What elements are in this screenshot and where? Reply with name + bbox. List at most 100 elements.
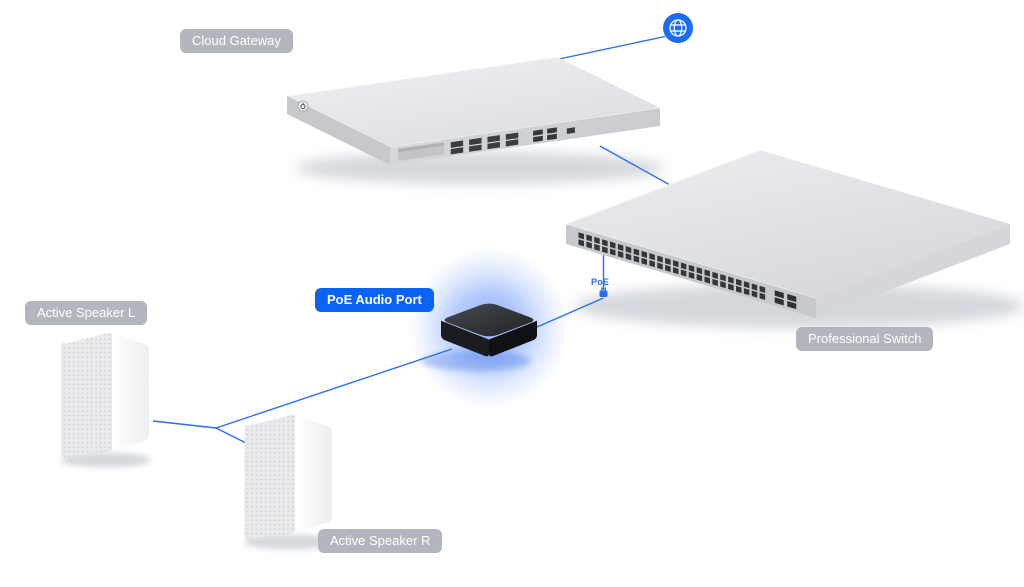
sfp-port (533, 129, 543, 136)
rj45-port (680, 262, 687, 270)
rj45-port (751, 290, 758, 298)
rj45-port (696, 274, 703, 282)
rj45-port (696, 267, 703, 275)
rj45-port (688, 271, 695, 279)
rj45-port (633, 248, 640, 256)
sfp-port (787, 300, 797, 310)
rj45-port (751, 283, 758, 291)
gateway-rear-bevel (286, 56, 558, 97)
rj45-port (633, 255, 640, 263)
sfp-port (787, 293, 797, 303)
rj45-port (487, 141, 500, 150)
rj45-port (469, 137, 482, 146)
rj45-port (759, 285, 766, 293)
sfp-port (774, 290, 784, 299)
rj45-port (617, 243, 624, 251)
rj45-port (617, 250, 624, 258)
professional-switch-device (565, 149, 1010, 318)
sfp-port (533, 135, 543, 143)
rj45-port (578, 232, 584, 240)
rj45-port (665, 257, 671, 265)
switch-right-face (816, 224, 1010, 318)
speaker-left-device (60, 330, 151, 459)
cloud-gateway-label: Cloud Gateway (180, 29, 293, 53)
rj45-port (487, 135, 500, 143)
rj45-port (704, 276, 710, 284)
sfp-port (547, 133, 557, 141)
speaker-r-shadow (244, 534, 334, 550)
rj45-port (469, 144, 482, 152)
poe-device-right-face (489, 320, 537, 357)
rj45-port (505, 132, 519, 140)
rj45-port (610, 248, 616, 256)
rj45-port (720, 274, 726, 282)
gateway-front-bevel (389, 107, 661, 148)
rj45-port (625, 253, 632, 261)
rj45-port (602, 239, 608, 247)
rj45-port (586, 234, 592, 242)
sfp-port (774, 297, 784, 306)
rj45-port (505, 139, 519, 147)
console-port (566, 127, 575, 134)
cloud-gateway-device (286, 56, 661, 165)
sfp-port (547, 127, 557, 134)
gateway-left-face (287, 96, 390, 165)
drive-bay-shadow (398, 142, 444, 153)
gateway-port-cluster (398, 127, 575, 161)
rj45-port (450, 147, 464, 155)
rj45-port (743, 288, 750, 296)
rj45-port (450, 140, 464, 148)
rj45-port (743, 281, 750, 289)
rj45-port (759, 292, 766, 300)
wire-gateway-switch (599, 145, 671, 186)
power-icon (297, 100, 309, 112)
rj45-port (728, 276, 734, 284)
rj45-port (594, 236, 600, 244)
wire-internet-gateway (558, 35, 666, 60)
rj45-port (625, 246, 632, 254)
rj45-port (649, 253, 655, 261)
poe-plug-icon (599, 287, 608, 297)
rj45-port (728, 283, 734, 291)
rj45-port (665, 264, 671, 272)
rj45-port (649, 260, 655, 268)
globe-icon (663, 13, 693, 43)
rj45-port (712, 278, 718, 286)
rj45-port (712, 271, 718, 279)
rj45-port (657, 255, 663, 263)
speaker-right-device (243, 412, 334, 541)
switch-rear-bevel (565, 149, 761, 225)
network-wires (152, 35, 671, 448)
poe-device-left-face (441, 320, 489, 357)
poe-audio-port-label: PoE Audio Port (315, 288, 434, 312)
rj45-port (610, 241, 616, 249)
rj45-port (578, 239, 584, 247)
rj45-port (736, 278, 742, 286)
gateway-shadow (295, 152, 665, 184)
rj45-port (602, 246, 608, 254)
active-speaker-r-label: Active Speaker R (318, 529, 443, 553)
rj45-port (641, 250, 647, 258)
rj45-port (641, 257, 647, 265)
active-speaker-l-label: Active Speaker L (25, 301, 148, 325)
rj45-port (688, 264, 695, 272)
poe-link-label: PoE (591, 277, 610, 287)
rj45-port (720, 281, 726, 289)
rj45-port (657, 262, 663, 270)
rj45-port (594, 243, 600, 251)
rj45-port (704, 269, 710, 277)
switch-top-face (566, 150, 1010, 298)
switch-front-bevel (565, 223, 817, 299)
speaker-l-shadow (61, 452, 151, 468)
rj45-port (673, 260, 679, 268)
professional-switch-label: Professional Switch (796, 327, 934, 351)
switch-port-cluster (578, 232, 797, 310)
rj45-port (736, 285, 742, 293)
gateway-top-face (287, 57, 660, 147)
rj45-port (586, 241, 592, 249)
poe-audio-device (441, 303, 537, 357)
rj45-port (680, 269, 687, 277)
poe-device-top-face (444, 303, 534, 337)
